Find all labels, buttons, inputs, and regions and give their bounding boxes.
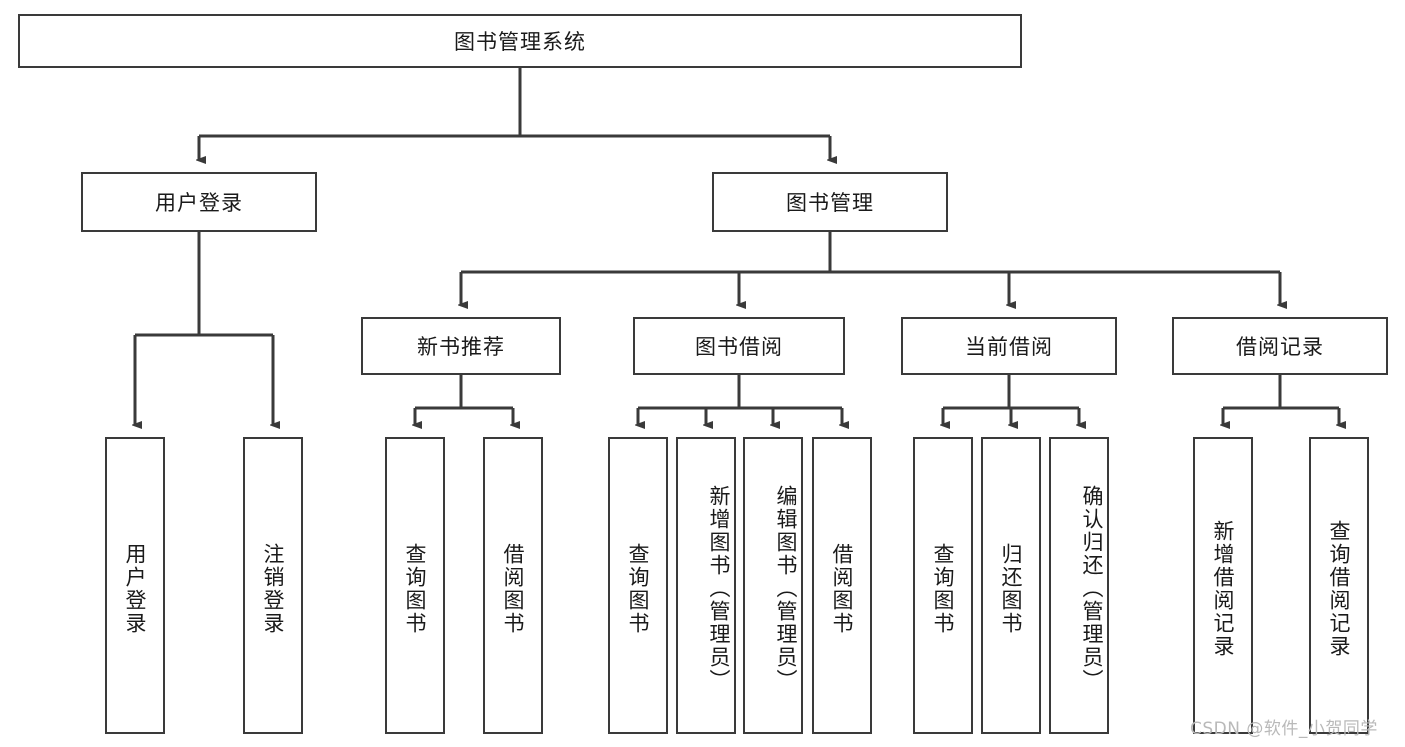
leaf-borrow-book[interactable]: 借阅图书	[812, 437, 872, 734]
leaf-borrow-book-new[interactable]: 借阅图书	[483, 437, 543, 734]
leaf-confirm-return-admin[interactable]: 确认归还（管理员）	[1049, 437, 1109, 734]
leaf-user-login[interactable]: 用户登录	[105, 437, 165, 734]
node-book-management[interactable]: 图书管理	[712, 172, 948, 232]
node-new-book-recommendation[interactable]: 新书推荐	[361, 317, 561, 375]
leaf-edit-book-admin[interactable]: 编辑图书（管理员）	[743, 437, 803, 734]
leaf-query-book-new[interactable]: 查询图书	[385, 437, 445, 734]
node-current-borrowing[interactable]: 当前借阅	[901, 317, 1117, 375]
node-root-book-management-system[interactable]: 图书管理系统	[18, 14, 1022, 68]
node-book-borrowing[interactable]: 图书借阅	[633, 317, 845, 375]
leaf-query-book-borrow[interactable]: 查询图书	[608, 437, 668, 734]
csdn-watermark: CSDN @软件_小贺同学	[1190, 719, 1378, 739]
leaf-add-book-admin[interactable]: 新增图书（管理员）	[676, 437, 736, 734]
leaf-return-book[interactable]: 归还图书	[981, 437, 1041, 734]
leaf-query-borrow-record[interactable]: 查询借阅记录	[1309, 437, 1369, 734]
leaf-add-borrow-record[interactable]: 新增借阅记录	[1193, 437, 1253, 734]
leaf-query-book-current[interactable]: 查询图书	[913, 437, 973, 734]
node-user-login[interactable]: 用户登录	[81, 172, 317, 232]
node-borrowing-record[interactable]: 借阅记录	[1172, 317, 1388, 375]
leaf-logout[interactable]: 注销登录	[243, 437, 303, 734]
